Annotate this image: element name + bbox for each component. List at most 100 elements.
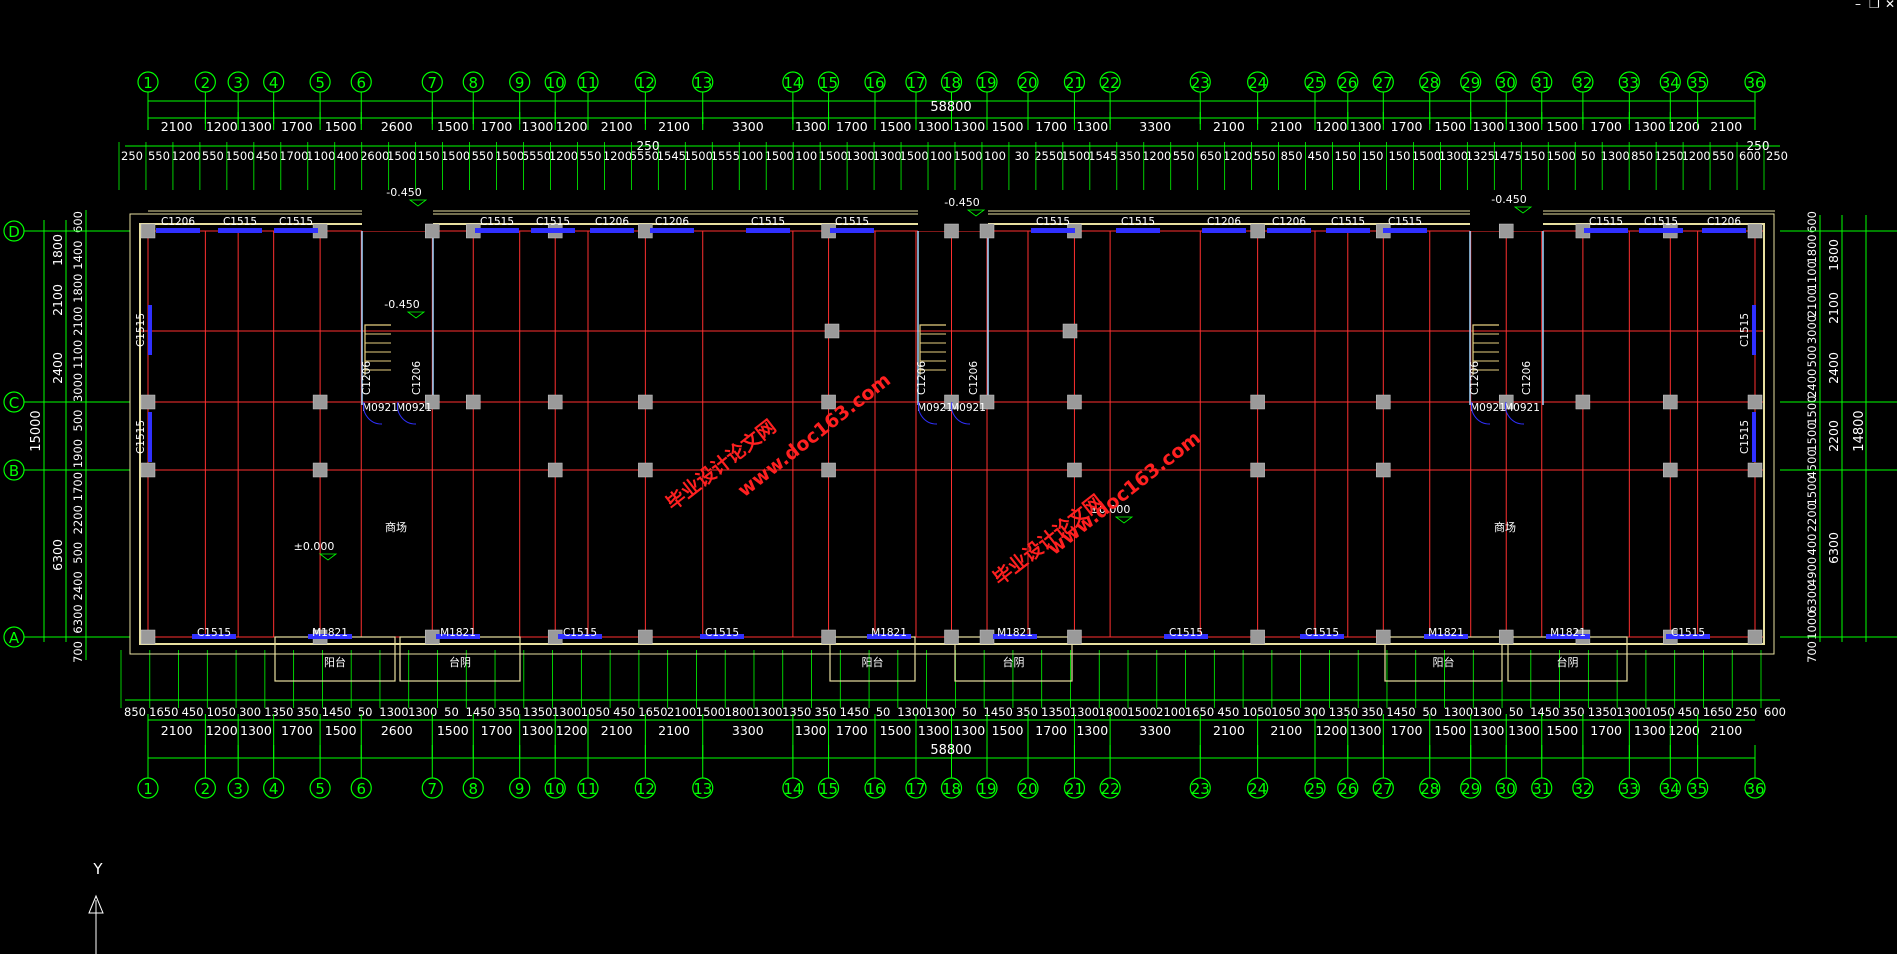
dim-bottom2-value: 1300 xyxy=(1076,723,1108,738)
dim-left-outer-value: 6300 xyxy=(50,539,65,571)
dim-bottom2-value: 1700 xyxy=(1590,723,1622,738)
window-label-bottom: M1821 xyxy=(440,627,476,639)
window-top-glazing xyxy=(1031,228,1075,233)
dim-bottom1-value: 450 xyxy=(1678,705,1700,719)
dim-bottom2-value: 2600 xyxy=(381,723,413,738)
window-bottom-glazing xyxy=(436,634,480,639)
dim-right-outer-value: 2200 xyxy=(1826,420,1841,452)
dim-bottom2-value: 1200 xyxy=(1668,723,1700,738)
axis-label-28-top: 28 xyxy=(1420,74,1439,92)
axis-label-21-top: 21 xyxy=(1065,74,1084,92)
close-icon[interactable]: ✕ xyxy=(1885,0,1896,11)
axis-label-2-bottom: 2 xyxy=(201,780,211,798)
dim-bottom1-value: 50 xyxy=(876,705,891,719)
minimize-icon[interactable]: – xyxy=(1855,0,1861,11)
dim-bottom1-value: 1300 xyxy=(1616,705,1645,719)
level-label: -0.450 xyxy=(384,298,419,311)
dim-row1-value: 1300 xyxy=(795,119,827,134)
window-side-glazing xyxy=(1752,412,1756,462)
dim-row1-value: 1700 xyxy=(1391,119,1423,134)
dim-row2-value: 100 xyxy=(984,149,1006,163)
dim-left-inner-value: 1800 xyxy=(71,274,85,303)
axis-label-5-top: 5 xyxy=(315,74,325,92)
window-label-bottom: M1821 xyxy=(1428,627,1464,639)
dim-row1-value: 1300 xyxy=(1350,119,1382,134)
axis-label-1-bottom: 1 xyxy=(143,780,153,798)
dim-row1-value: 1500 xyxy=(992,119,1024,134)
axis-label-27-bottom: 27 xyxy=(1374,780,1393,798)
axis-label-10-top: 10 xyxy=(546,74,565,92)
window-bottom-glazing xyxy=(700,634,744,639)
window-label-side: C1515 xyxy=(135,420,147,454)
window-bottom-glazing xyxy=(308,634,352,639)
dim-bottom2-value: 1700 xyxy=(481,723,513,738)
room-label: 商场 xyxy=(1494,520,1516,534)
door-swing xyxy=(1505,401,1525,425)
dim-bottom1-value: 300 xyxy=(1304,705,1326,719)
dim-bottom1-value: 1300 xyxy=(897,705,926,719)
window-label-bottom: C1515 xyxy=(563,627,597,639)
dim-right-inner-value: 1800 xyxy=(1805,234,1819,263)
axis-label-11-top: 11 xyxy=(578,74,597,92)
axis-label-13-top: 13 xyxy=(693,74,712,92)
axis-label-3-top: 3 xyxy=(233,74,243,92)
dim-bottom1-value: 1050 xyxy=(1242,705,1271,719)
window-label-bottom: M1821 xyxy=(1550,627,1586,639)
column xyxy=(425,394,440,410)
dim-row2-value: 550 xyxy=(472,149,494,163)
dim-bottom1-value: 450 xyxy=(182,705,204,719)
column xyxy=(1747,629,1763,645)
column xyxy=(547,394,563,410)
dim-bottom2-value: 1200 xyxy=(556,723,588,738)
dim-row2-value: 1300 xyxy=(872,149,901,163)
window-bottom-glazing xyxy=(1300,634,1344,639)
dim-bottom1-value: 1350 xyxy=(1588,705,1617,719)
stair-window-label: C1206 xyxy=(916,361,928,395)
dim-bottom2-value: 1200 xyxy=(1315,723,1347,738)
axis-label-23-bottom: 23 xyxy=(1191,780,1210,798)
window-top-glazing xyxy=(1116,228,1160,233)
window-label-top: C1515 xyxy=(1331,216,1365,228)
restore-icon[interactable]: ❐ xyxy=(1869,0,1880,11)
axis-label-8-bottom: 8 xyxy=(468,780,478,798)
dim-bottom2-value: 3300 xyxy=(732,723,764,738)
axis-label-C: C xyxy=(9,394,19,412)
dim-bottom1-value: 1300 xyxy=(552,705,581,719)
door-label: M0921 xyxy=(1470,402,1506,414)
dim-bottom1-value: 850 xyxy=(124,705,146,719)
dim-bottom2-value: 1300 xyxy=(240,723,272,738)
dim-right-outer-value: 6300 xyxy=(1826,532,1841,564)
axis-label-14-bottom: 14 xyxy=(783,780,802,798)
window-label-side: C1515 xyxy=(1739,313,1751,347)
window-top-glazing xyxy=(746,228,790,233)
column xyxy=(1067,394,1082,410)
dim-bottom1-value: 1350 xyxy=(1329,705,1358,719)
window-top-glazing xyxy=(531,228,575,233)
window-label-top: C1515 xyxy=(1036,216,1070,228)
dim-bottom2-value: 2100 xyxy=(658,723,690,738)
dim-row2-value: 1545 xyxy=(657,149,686,163)
dim-right-inner-value: 6300 xyxy=(1805,584,1819,613)
dim-row1-value: 2100 xyxy=(161,119,193,134)
axis-label-15-bottom: 15 xyxy=(819,780,838,798)
dim-row2-value: 150 xyxy=(1388,149,1410,163)
window-bottom-glazing xyxy=(1164,634,1208,639)
axis-label-4-bottom: 4 xyxy=(269,780,279,798)
dim-row1-value: 2100 xyxy=(1710,119,1742,134)
column xyxy=(821,394,836,410)
door-swing xyxy=(363,401,383,425)
dim-bottom1-value: 1650 xyxy=(1185,705,1214,719)
window-bottom-glazing xyxy=(993,634,1037,639)
dim-right-total: 14800 xyxy=(1852,410,1867,451)
column xyxy=(1376,394,1391,410)
dim-bottom2-value: 1300 xyxy=(795,723,827,738)
column xyxy=(1250,462,1265,478)
dim-row2-value: 2550 xyxy=(1034,149,1063,163)
dim-left-inner-value: 1700 xyxy=(71,472,85,501)
column xyxy=(979,629,995,645)
dim-right-inner-value: 2100 xyxy=(1805,288,1819,317)
dim-total-top: 58800 xyxy=(930,100,971,115)
dim-bottom1-value: 300 xyxy=(239,705,261,719)
dim-right-outer-value: 1800 xyxy=(1826,239,1841,271)
